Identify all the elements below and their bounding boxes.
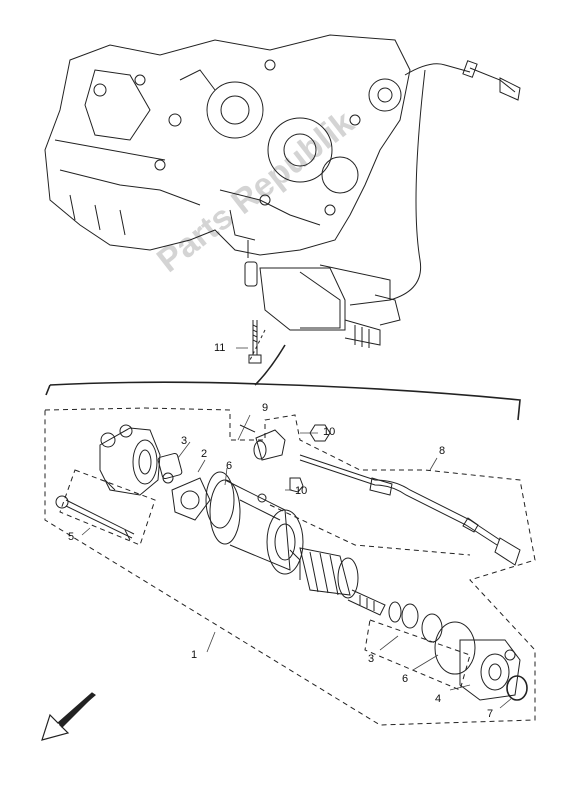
callout-4: 4 — [435, 693, 442, 705]
starter-cable — [299, 454, 521, 566]
starter-motor-installed — [244, 261, 401, 348]
o-ring-upper — [205, 471, 235, 529]
callout-3: 3 — [181, 435, 188, 447]
callout-1: 1 — [191, 649, 198, 661]
o-ring-7 — [506, 675, 528, 701]
bolt-11 — [248, 320, 262, 364]
engine-crankcase — [44, 34, 411, 256]
front-direction-arrow-icon — [41, 692, 96, 741]
callout-3: 3 — [368, 653, 375, 665]
front-cover — [99, 424, 161, 496]
rear-cover — [459, 639, 521, 701]
leader-lines — [81, 347, 513, 709]
callout-8: 8 — [439, 445, 446, 457]
callout-10: 10 — [323, 426, 336, 438]
through-bolt — [55, 495, 135, 541]
brush-holder — [157, 452, 211, 521]
callout-11: 11 — [214, 342, 226, 354]
callout-2: 2 — [201, 448, 208, 460]
callout-9: 9 — [262, 402, 269, 414]
nut-10-lower — [289, 477, 304, 493]
o-ring-lower — [434, 621, 476, 675]
callout-6: 6 — [226, 460, 233, 472]
callout-5: 5 — [68, 531, 75, 543]
callout-7: 7 — [487, 708, 494, 720]
terminal-cover — [239, 424, 286, 461]
armature — [289, 547, 386, 616]
callout-6: 6 — [402, 673, 409, 685]
callout-10: 10 — [295, 485, 308, 497]
motor-yoke — [209, 479, 304, 575]
